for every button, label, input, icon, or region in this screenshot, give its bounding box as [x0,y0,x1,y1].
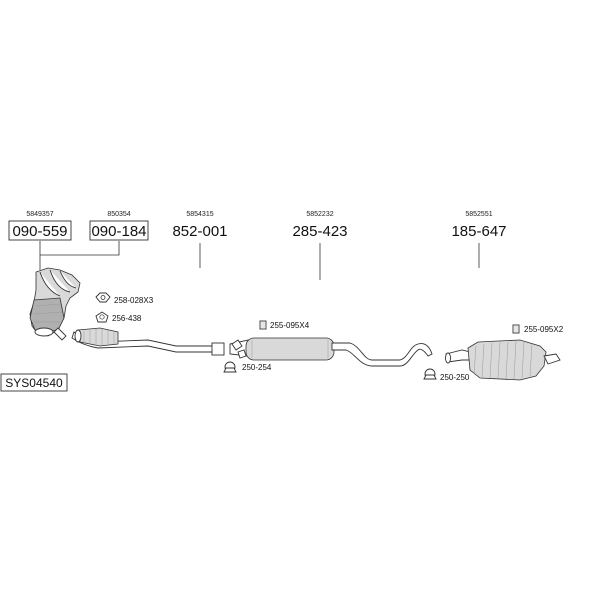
accessory-hanger-middle[interactable]: 250-254 [223,361,272,373]
part-label-front-pipe[interactable]: 850354 090-184 [89,211,149,241]
part-label-rear-silencer[interactable]: 5852551 185-647 [451,211,506,240]
rear-silencer[interactable] [445,339,561,381]
clamp-icon [259,320,267,330]
part-label-catalyst[interactable]: 5849357 090-559 [8,211,72,241]
accessory-label: 255-095X2 [524,325,564,334]
system-code-box [0,373,68,392]
accessory-label: 258-028X3 [114,296,154,305]
accessory-label: 250-250 [440,373,470,382]
leader-lines [39,241,480,280]
hanger-icon [423,368,437,380]
hanger-icon [223,361,237,373]
part-number: 285-423 [292,223,347,240]
accessory-label: 255-095X4 [270,321,310,330]
accessory-clamp-rear[interactable]: 255-095X2 [512,324,564,334]
accessory-label: 250-254 [242,363,272,372]
front-pipe[interactable] [71,327,225,356]
middle-silencer[interactable] [229,337,433,367]
part-number: 852-001 [172,223,227,240]
part-number: 185-647 [451,223,506,240]
part-label-intermediate-pipe[interactable]: 5854315 852-001 [172,211,227,240]
part-number: 090-559 [12,223,67,240]
system-code-text: SYS04540 [5,376,63,390]
accessory-hanger-rear[interactable]: 250-250 [423,368,470,382]
oe-number: 5852551 [465,211,492,218]
oe-number: 850354 [107,211,130,218]
clamp-icon [231,339,247,359]
accessory-nut[interactable]: 258-028X3 [95,292,154,305]
accessory-gasket[interactable]: 256-438 [95,311,142,323]
clamp-icon [512,324,520,334]
accessory-label: 256-438 [112,314,142,323]
oe-number: 5849357 [26,211,53,218]
system-code: SYS04540 [0,373,68,392]
oe-number: 5852232 [306,211,333,218]
part-label-middle-silencer[interactable]: 5852232 285-423 [292,211,347,240]
catalyst-manifold[interactable] [29,267,81,341]
part-number-box [89,220,149,241]
accessory-clamp-middle[interactable]: 255-095X4 [231,320,310,359]
part-number: 090-184 [91,223,146,240]
oe-number: 5854315 [186,211,213,218]
part-number-box [8,220,72,241]
